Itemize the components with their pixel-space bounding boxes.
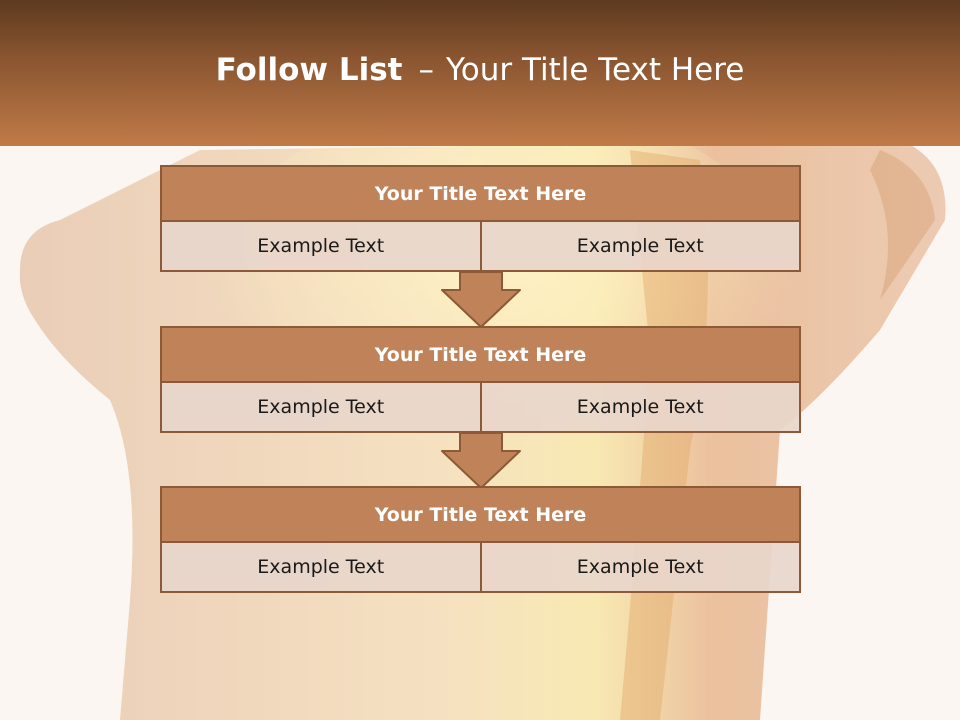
step-cell-left: Example Text — [257, 556, 385, 578]
title-bold-part: Follow List — [215, 52, 403, 88]
step-title: Your Title Text Here — [160, 486, 801, 543]
title-banner — [0, 0, 960, 146]
step-cell-right: Example Text — [479, 383, 800, 431]
title-separator: – — [418, 52, 434, 88]
step-row: Example Text Example Text — [160, 383, 801, 433]
step-cell-left: Example Text — [257, 396, 385, 418]
title-subtitle-part: Your Title Text Here — [445, 52, 745, 88]
step-title: Your Title Text Here — [160, 165, 801, 222]
step-cell-right: Example Text — [479, 543, 800, 591]
step-box-3: Your Title Text Here Example Text Exampl… — [160, 486, 801, 593]
down-arrow-icon — [441, 271, 521, 328]
step-title: Your Title Text Here — [160, 326, 801, 383]
step-box-1: Your Title Text Here Example Text Exampl… — [160, 165, 801, 272]
step-row: Example Text Example Text — [160, 543, 801, 593]
step-row: Example Text Example Text — [160, 222, 801, 272]
step-cell-right: Example Text — [479, 222, 800, 270]
step-box-2: Your Title Text Here Example Text Exampl… — [160, 326, 801, 433]
step-cell-left: Example Text — [257, 235, 385, 257]
slide-title: Follow List – Your Title Text Here — [0, 0, 960, 146]
down-arrow-icon — [441, 432, 521, 489]
